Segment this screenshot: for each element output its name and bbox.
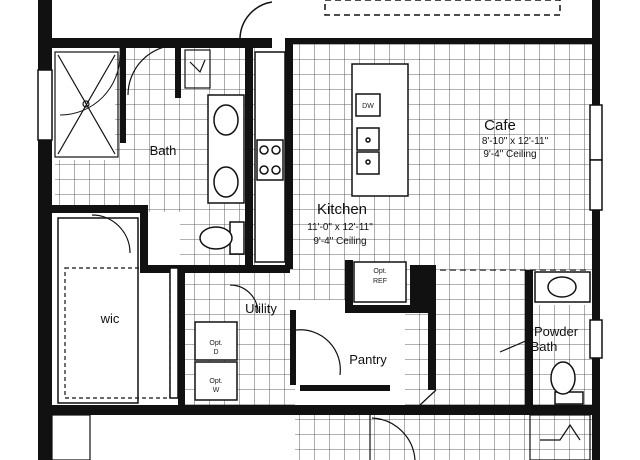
dryer-label-1: Opt. [209, 340, 222, 347]
refrigerator-label-2: REF [373, 278, 387, 285]
cafe-dims: 8'-10" x 12'-11" [482, 136, 549, 147]
wic-name: wic [100, 311, 120, 326]
pantry-door [295, 329, 437, 406]
interior-walls [52, 44, 533, 413]
kitchen-dims: 11'-0" x 12'-11" [307, 222, 373, 233]
shower [54, 51, 121, 158]
laundry [194, 284, 259, 401]
pantry-name: Pantry [349, 352, 387, 367]
kitchen-counter [254, 51, 286, 263]
bath-vanity [207, 94, 245, 204]
kitchen-island [351, 63, 409, 197]
upper-edge [239, 0, 561, 39]
kitchen-name: Kitchen [317, 201, 367, 218]
refrigerator-label-1: Opt. [373, 268, 386, 275]
bath-doors [91, 44, 211, 254]
washer-label-2: W [213, 387, 220, 394]
fixture-labels: DW Opt. REF Opt. D Opt. W [209, 103, 387, 394]
powder-bath-line2: Bath [531, 339, 558, 354]
bath-name: Bath [150, 143, 177, 158]
cafe-name: Cafe [484, 117, 516, 134]
toilet [199, 221, 245, 255]
dryer-label-2: D [213, 349, 218, 356]
powder-bath-line1: Powder [534, 324, 579, 339]
kitchen-ceiling: 9'-4" Ceiling [313, 236, 366, 247]
refrigerator [353, 261, 407, 303]
powder-bath [499, 271, 591, 405]
cafe-ceiling: 9'-4" Ceiling [483, 149, 536, 160]
tile-floor [55, 38, 595, 460]
dishwasher-label: DW [362, 103, 374, 110]
wic-closet [57, 217, 179, 404]
room-labels: Cafe 8'-10" x 12'-11" 9'-4" Ceiling Kitc… [100, 117, 579, 367]
lower-details [51, 414, 591, 460]
washer-label-1: Opt. [209, 378, 222, 385]
windows [37, 69, 603, 359]
utility-name: Utility [245, 301, 277, 316]
